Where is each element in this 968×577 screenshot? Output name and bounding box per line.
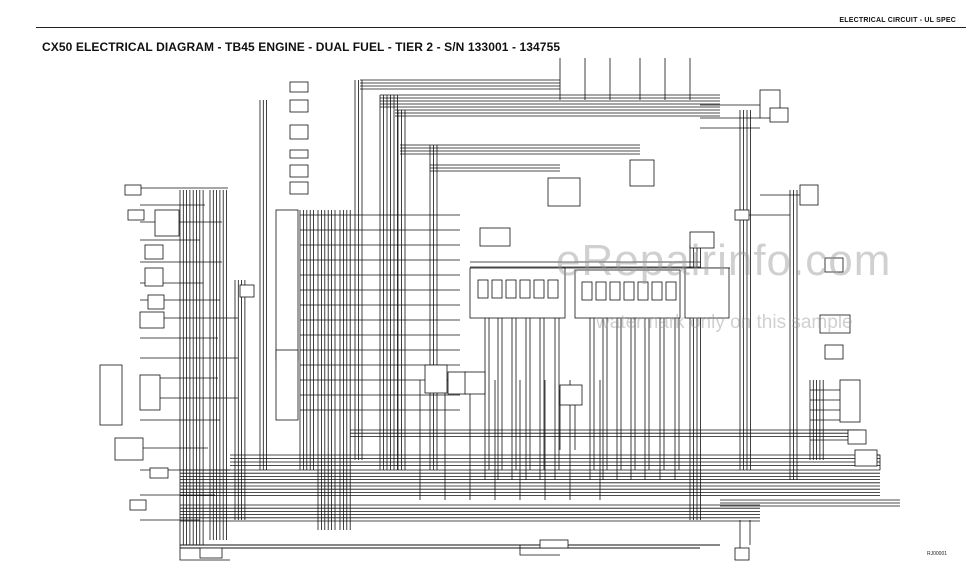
header-rule — [36, 27, 966, 28]
wire — [179, 545, 230, 561]
connector-block — [595, 281, 607, 301]
connector-block — [547, 177, 581, 207]
connector-block — [559, 384, 583, 406]
connector-block — [239, 284, 255, 298]
component-group — [99, 81, 878, 561]
connector-block — [547, 279, 559, 299]
connector-block — [824, 257, 844, 273]
connector-block — [519, 279, 531, 299]
connector-block — [289, 124, 309, 140]
connector-block — [139, 311, 165, 329]
connector-block — [289, 181, 309, 195]
connector-block — [505, 279, 517, 299]
connector-block — [199, 547, 223, 559]
connector-block — [275, 349, 299, 421]
connector-block — [847, 429, 867, 445]
connector-block — [289, 81, 309, 93]
connector-block — [491, 279, 503, 299]
connector-block — [769, 107, 789, 123]
connector-block — [275, 209, 299, 361]
connector-block — [689, 231, 715, 249]
connector-block — [147, 294, 165, 310]
connector-block — [539, 539, 569, 549]
connector-block — [839, 379, 861, 423]
wire — [519, 545, 560, 556]
connector-block — [99, 364, 123, 426]
connector-block — [144, 244, 164, 260]
connector-block — [819, 314, 851, 334]
connector-block — [129, 499, 147, 511]
connector-block — [637, 281, 649, 301]
connector-block — [477, 279, 489, 299]
connector-block — [424, 364, 448, 394]
connector-block — [684, 267, 730, 319]
connector-block — [799, 184, 819, 206]
connector-block — [124, 184, 142, 196]
section-label: ELECTRICAL CIRCUIT - UL SPEC — [839, 17, 956, 24]
connector-block — [139, 374, 161, 411]
connector-block — [149, 467, 169, 479]
connector-block — [651, 281, 663, 301]
connector-block — [581, 281, 593, 301]
connector-block — [479, 227, 511, 247]
watermark-text: eRepairinfo.com — [556, 236, 892, 285]
connector-block — [144, 267, 164, 287]
connector-block — [114, 437, 144, 461]
connector-block — [734, 209, 750, 221]
connector-block — [154, 209, 180, 237]
connector-block — [854, 449, 878, 467]
connector-block — [629, 159, 655, 187]
connector-block — [447, 371, 467, 395]
connector-block — [623, 281, 635, 301]
connector-block — [289, 164, 309, 178]
connector-block — [289, 149, 309, 159]
reference-code: RJ00001 — [927, 551, 948, 557]
connector-block — [665, 281, 677, 301]
connector-block — [609, 281, 621, 301]
connector-block — [289, 99, 309, 113]
connector-block — [824, 344, 844, 360]
connector-block — [734, 547, 750, 561]
connector-block — [533, 279, 545, 299]
diagram-title: CX50 ELECTRICAL DIAGRAM - TB45 ENGINE - … — [42, 40, 561, 54]
connector-block — [127, 209, 145, 221]
connector-block — [464, 371, 486, 395]
watermark-subtext: watermark only on this sample — [596, 312, 853, 333]
